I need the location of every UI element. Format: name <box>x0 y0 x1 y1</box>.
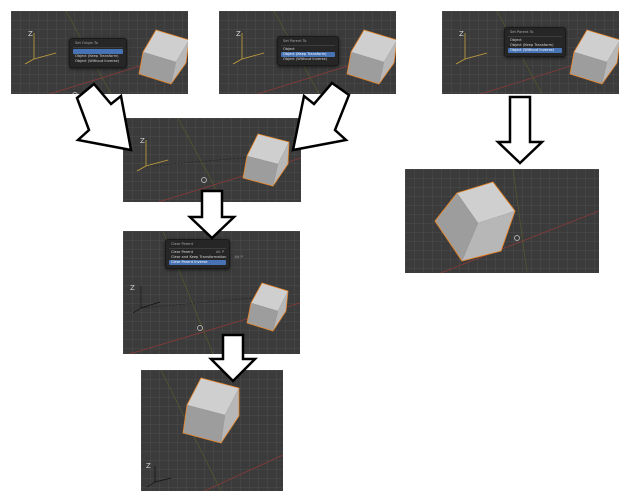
cube[interactable] <box>138 29 188 85</box>
arrow-icon <box>494 95 546 165</box>
3d-cursor-icon <box>514 235 520 241</box>
axis-label-z: Z <box>236 30 241 38</box>
viewport-scene <box>146 370 283 491</box>
menu-item-object-without-inverse[interactable]: Object (Without Inverse) <box>283 57 328 61</box>
empty-gizmo-icon <box>232 33 265 65</box>
viewport-top-right[interactable]: Z Set Parent To Object Object (Keep Tran… <box>442 11 619 94</box>
viewport-top-middle[interactable]: Z Set Parent To Object Object (Keep Tran… <box>219 11 396 94</box>
parent-relationship-line <box>140 297 254 309</box>
axis-label-z: Z <box>28 30 33 38</box>
empty-gizmo-icon <box>455 33 488 65</box>
viewport-scene <box>434 169 599 273</box>
x-axis-line <box>203 454 283 491</box>
viewport-right-result[interactable] <box>405 169 599 273</box>
menu-item-object[interactable]: Object <box>510 38 522 42</box>
menu-separator <box>281 45 335 46</box>
axis-label-z: Z <box>130 284 135 292</box>
menu-title: Set Parent To <box>510 30 534 34</box>
cube[interactable] <box>569 29 619 85</box>
y-axis-line <box>512 169 528 273</box>
menu-item-label: Clear Parent Inverse <box>171 260 208 264</box>
viewport-bottom[interactable]: Z <box>141 370 283 491</box>
viewport-scene <box>136 118 301 202</box>
empty-gizmo-icon <box>24 33 57 65</box>
axis-label-z: Z <box>140 137 145 145</box>
clear-parent-menu[interactable]: Clear Parent Clear Parent Alt P Clear an… <box>165 239 243 269</box>
cube[interactable] <box>182 377 240 444</box>
menu-title: Set Origin To <box>75 41 98 45</box>
menu-item-label: Clear and Keep Transformation <box>171 255 227 259</box>
parent-relationship-line <box>145 155 267 167</box>
viewport-middle-center[interactable]: Z <box>123 118 301 202</box>
menu-separator <box>508 36 562 37</box>
menu-item-label: Clear Parent <box>171 250 194 254</box>
menu-item-object[interactable]: Object <box>283 47 295 51</box>
menu-item-object-keep-transform[interactable]: Object (Keep Transform) <box>510 43 554 47</box>
axis-label-z: Z <box>459 30 464 38</box>
menu-item-clear-keep-transformation[interactable]: Clear and Keep Transformation Alt P <box>169 255 243 260</box>
menu-item-shortcut: Alt P <box>215 250 224 254</box>
3d-cursor-icon <box>72 92 78 94</box>
empty-gizmo-icon <box>132 286 161 314</box>
viewport-scene <box>128 231 300 354</box>
menu-item-shortcut: Alt P <box>234 255 243 259</box>
parent-menu[interactable]: Set Parent To Object Object (Keep Transf… <box>504 27 566 57</box>
parent-menu[interactable]: Set Parent To Object Object (Keep Transf… <box>277 36 339 66</box>
3d-cursor-icon <box>197 325 203 331</box>
menu-item-clear-parent-inverse[interactable]: Clear Parent Inverse <box>169 260 226 265</box>
viewport-scene <box>232 11 396 94</box>
menu-title: Clear Parent <box>171 242 194 246</box>
y-axis-line <box>177 118 224 202</box>
menu-item-object-keep-transform[interactable]: Object (Keep Transform) <box>281 52 335 57</box>
menu-item-object-keep-transform[interactable]: Object (Keep Transform) <box>75 54 119 58</box>
cube[interactable] <box>434 181 516 262</box>
cube[interactable] <box>242 133 290 187</box>
cube[interactable] <box>346 29 396 85</box>
menu-item-clear-parent[interactable]: Clear Parent Alt P <box>169 250 226 255</box>
menu-separator <box>169 248 226 249</box>
empty-gizmo-icon <box>146 466 172 488</box>
empty-gizmo-icon <box>136 140 169 172</box>
3d-cursor-icon <box>201 177 207 183</box>
menu-item-object-without-inverse[interactable]: Object (Without Inverse) <box>75 59 120 63</box>
viewport-scene <box>24 11 188 94</box>
viewport-clear-parent[interactable]: Z Clear Parent Clear Parent Alt P Clear … <box>123 231 300 354</box>
viewport-top-left[interactable]: Z Set Origin To Object (Keep Transform) … <box>11 11 188 94</box>
origin-menu[interactable]: Set Origin To Object (Keep Transform) Ob… <box>69 38 127 68</box>
viewport-scene <box>455 11 619 94</box>
menu-title: Set Parent To <box>283 39 307 43</box>
axis-label-z: Z <box>146 462 151 470</box>
cube[interactable] <box>246 282 289 332</box>
menu-item-highlighted[interactable] <box>73 49 123 54</box>
menu-item-object-without-inverse[interactable]: Object (Without Inverse) <box>508 48 562 53</box>
menu-separator <box>73 47 123 48</box>
